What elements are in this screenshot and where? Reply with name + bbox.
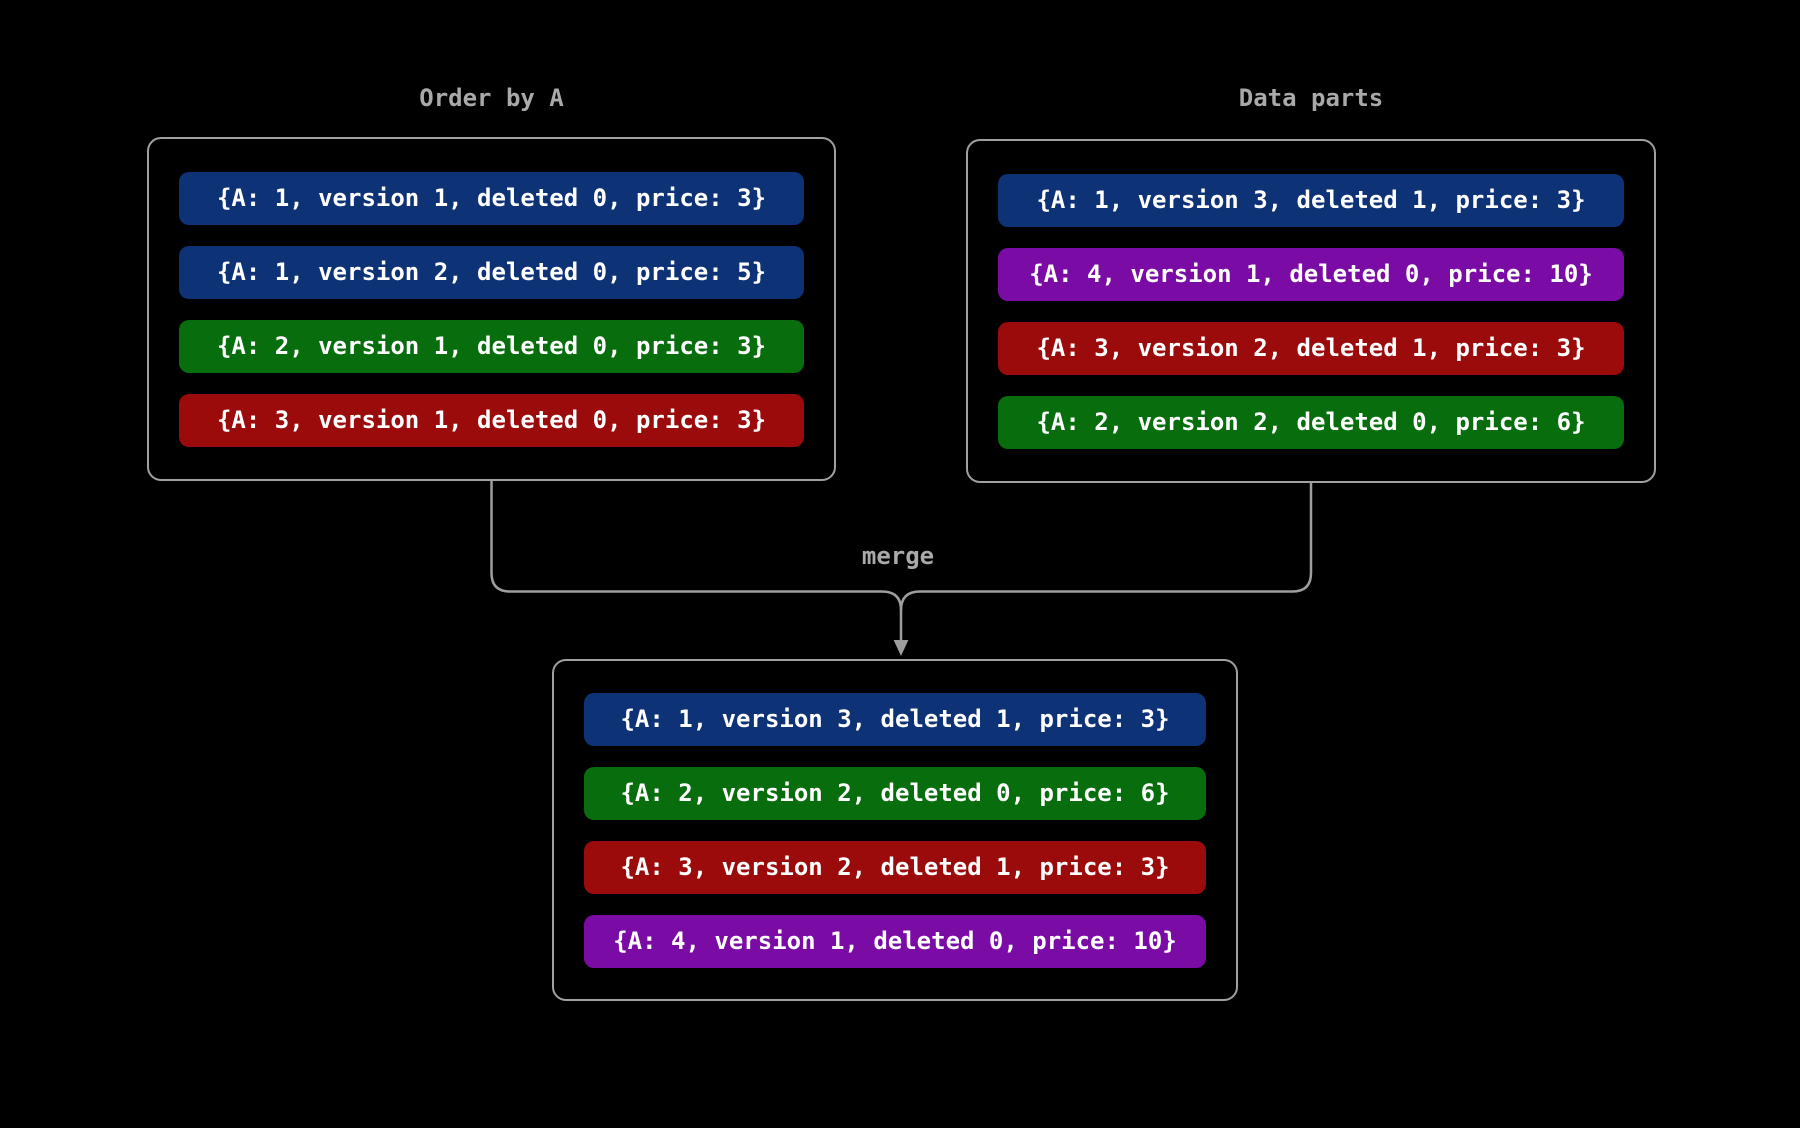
data-row: {A: 4, version 1, deleted 0, price: 10} xyxy=(998,247,1624,301)
data-row: {A: 2, version 2, deleted 0, price: 6} xyxy=(584,766,1206,820)
left-panel-title: Order by A xyxy=(419,84,564,112)
right-panel-title: Data parts xyxy=(1238,84,1384,112)
data-row: {A: 1, version 1, deleted 0, price: 3} xyxy=(179,171,804,225)
data-row: {A: 2, version 2, deleted 0, price: 6} xyxy=(998,395,1624,449)
data-row: {A: 4, version 1, deleted 0, price: 10} xyxy=(584,914,1206,968)
data-row: {A: 1, version 2, deleted 0, price: 5} xyxy=(179,245,804,299)
data-row: {A: 1, version 3, deleted 1, price: 3} xyxy=(584,692,1206,746)
data-row: {A: 3, version 2, deleted 1, price: 3} xyxy=(584,840,1206,894)
result-panel: {A: 1, version 3, deleted 1, price: 3} {… xyxy=(552,659,1238,1001)
data-row: {A: 1, version 3, deleted 1, price: 3} xyxy=(998,173,1624,227)
data-row: {A: 2, version 1, deleted 0, price: 3} xyxy=(179,319,804,373)
data-row: {A: 3, version 2, deleted 1, price: 3} xyxy=(998,321,1624,375)
right-panel: {A: 1, version 3, deleted 1, price: 3} {… xyxy=(966,139,1656,483)
left-panel: {A: 1, version 1, deleted 0, price: 3} {… xyxy=(147,137,836,481)
merge-label: merge xyxy=(861,542,935,570)
data-row: {A: 3, version 1, deleted 0, price: 3} xyxy=(179,393,804,447)
